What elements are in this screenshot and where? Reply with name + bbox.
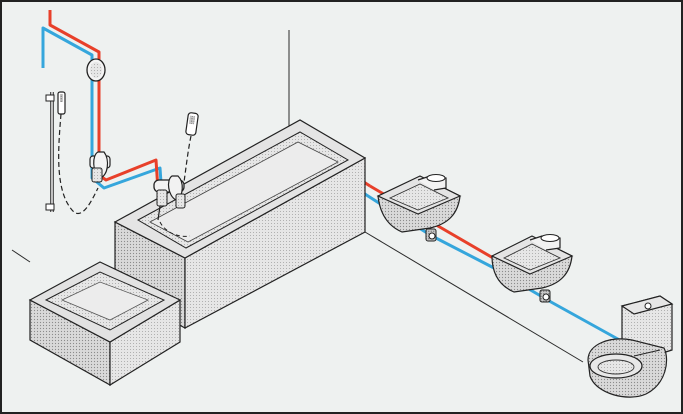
shower-head (86, 58, 106, 82)
shower-mixer (89, 151, 111, 183)
shower-rail (45, 91, 99, 214)
shower-tray (28, 261, 182, 387)
bath-mixer (153, 175, 186, 221)
toilet (587, 295, 674, 398)
washbasin-1 (376, 174, 462, 242)
bath-hand-shower (183, 112, 199, 183)
washbasin-2 (490, 234, 574, 303)
bathtub (113, 119, 367, 330)
